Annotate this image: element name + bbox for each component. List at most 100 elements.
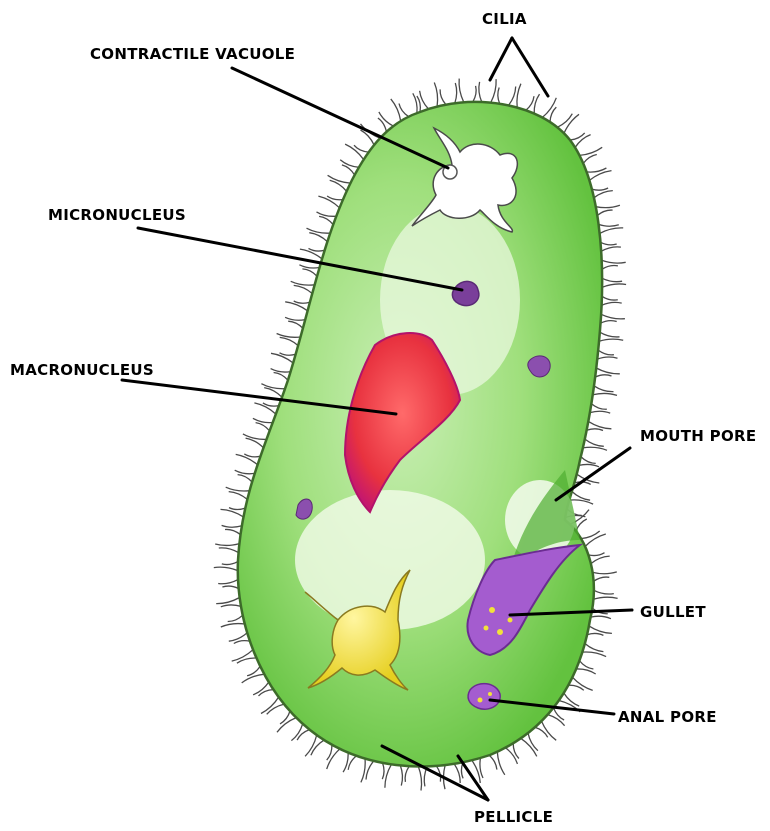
cilium xyxy=(328,175,351,183)
cilium xyxy=(579,464,599,466)
cilium xyxy=(583,447,607,450)
cilium xyxy=(505,748,517,764)
cilium xyxy=(382,763,384,779)
cilium xyxy=(229,633,247,642)
cilium xyxy=(361,759,365,783)
cilium xyxy=(299,265,319,268)
cilium xyxy=(590,411,610,413)
cilium xyxy=(413,93,417,113)
cilium xyxy=(582,652,606,657)
cilium xyxy=(602,296,618,300)
cilium xyxy=(602,302,622,305)
cilium xyxy=(583,155,597,164)
cilium xyxy=(601,321,617,324)
cilium xyxy=(242,674,265,683)
cilium xyxy=(581,457,596,464)
cilium xyxy=(597,357,617,359)
cilium xyxy=(587,633,603,635)
cilium xyxy=(526,96,534,110)
cilium xyxy=(218,580,238,584)
cilium xyxy=(594,577,610,581)
cilium xyxy=(327,749,340,769)
cilium xyxy=(244,454,260,457)
cilium xyxy=(579,661,593,669)
cilium xyxy=(593,393,617,395)
cilium xyxy=(459,79,464,103)
cilium xyxy=(319,216,333,224)
cilium xyxy=(591,556,610,564)
cilium xyxy=(327,745,332,760)
cilium xyxy=(253,682,269,695)
cilium xyxy=(305,735,317,756)
cilium xyxy=(366,761,374,780)
cilium xyxy=(280,337,298,345)
cilium xyxy=(222,525,242,527)
cilium xyxy=(215,544,239,546)
cilium xyxy=(235,470,255,474)
cilium xyxy=(599,339,623,341)
cilium xyxy=(399,104,409,117)
cilium xyxy=(391,99,401,121)
label-mouth-pore: MOUTH PORE xyxy=(640,427,756,445)
cilium xyxy=(247,666,260,676)
cilium xyxy=(327,196,343,200)
cilium xyxy=(579,147,602,155)
cilium xyxy=(340,160,359,168)
gullet-granule xyxy=(497,629,503,635)
cilium xyxy=(434,83,437,107)
cilium xyxy=(311,740,324,755)
cilium xyxy=(418,766,421,790)
cilium xyxy=(479,82,482,102)
cilium xyxy=(588,421,611,428)
cilium xyxy=(589,626,612,634)
cilium xyxy=(222,562,238,565)
cilium xyxy=(267,704,285,714)
cilium xyxy=(294,301,310,303)
label-anal-pore: ANAL PORE xyxy=(618,708,717,726)
cilium xyxy=(548,715,565,726)
cilium xyxy=(489,755,497,769)
cilium xyxy=(400,765,402,785)
cilium xyxy=(491,79,496,103)
cilium xyxy=(274,373,288,381)
label-contractile-vacuole: CONTRACTILE VACUOLE xyxy=(90,45,295,63)
cilium xyxy=(517,84,521,108)
cilium xyxy=(277,334,301,338)
cilium xyxy=(216,598,239,604)
cilium xyxy=(564,693,579,706)
label-micronucleus: MICRONUCLEUS xyxy=(48,206,186,224)
cilium xyxy=(601,247,621,251)
cilium xyxy=(602,284,626,287)
cilium xyxy=(226,487,250,491)
cilium xyxy=(585,439,604,446)
cilium xyxy=(455,83,457,103)
cilium xyxy=(317,212,337,216)
cilium xyxy=(597,210,612,215)
cilium xyxy=(405,766,409,782)
anal-pore xyxy=(468,684,500,710)
cilium xyxy=(440,89,446,104)
cilium xyxy=(602,278,622,281)
cilium xyxy=(594,191,613,198)
leader-cilia-b xyxy=(512,38,548,96)
cilium xyxy=(497,752,505,775)
cilium xyxy=(542,721,557,740)
anal-pore-granule xyxy=(488,692,492,696)
cilium xyxy=(379,112,393,126)
cilium xyxy=(550,107,556,122)
cilium xyxy=(348,756,356,770)
cilium xyxy=(228,615,243,621)
cilium xyxy=(263,403,279,406)
cilium xyxy=(385,764,392,787)
cilium xyxy=(598,350,614,355)
cilium xyxy=(229,508,245,510)
gullet-granule xyxy=(489,607,495,613)
cilium xyxy=(234,641,250,644)
cilium xyxy=(599,224,619,226)
cilium xyxy=(222,586,238,588)
cilium xyxy=(588,553,604,556)
cilium xyxy=(229,492,248,500)
cilium xyxy=(564,114,579,133)
label-cilia: CILIA xyxy=(482,10,527,28)
